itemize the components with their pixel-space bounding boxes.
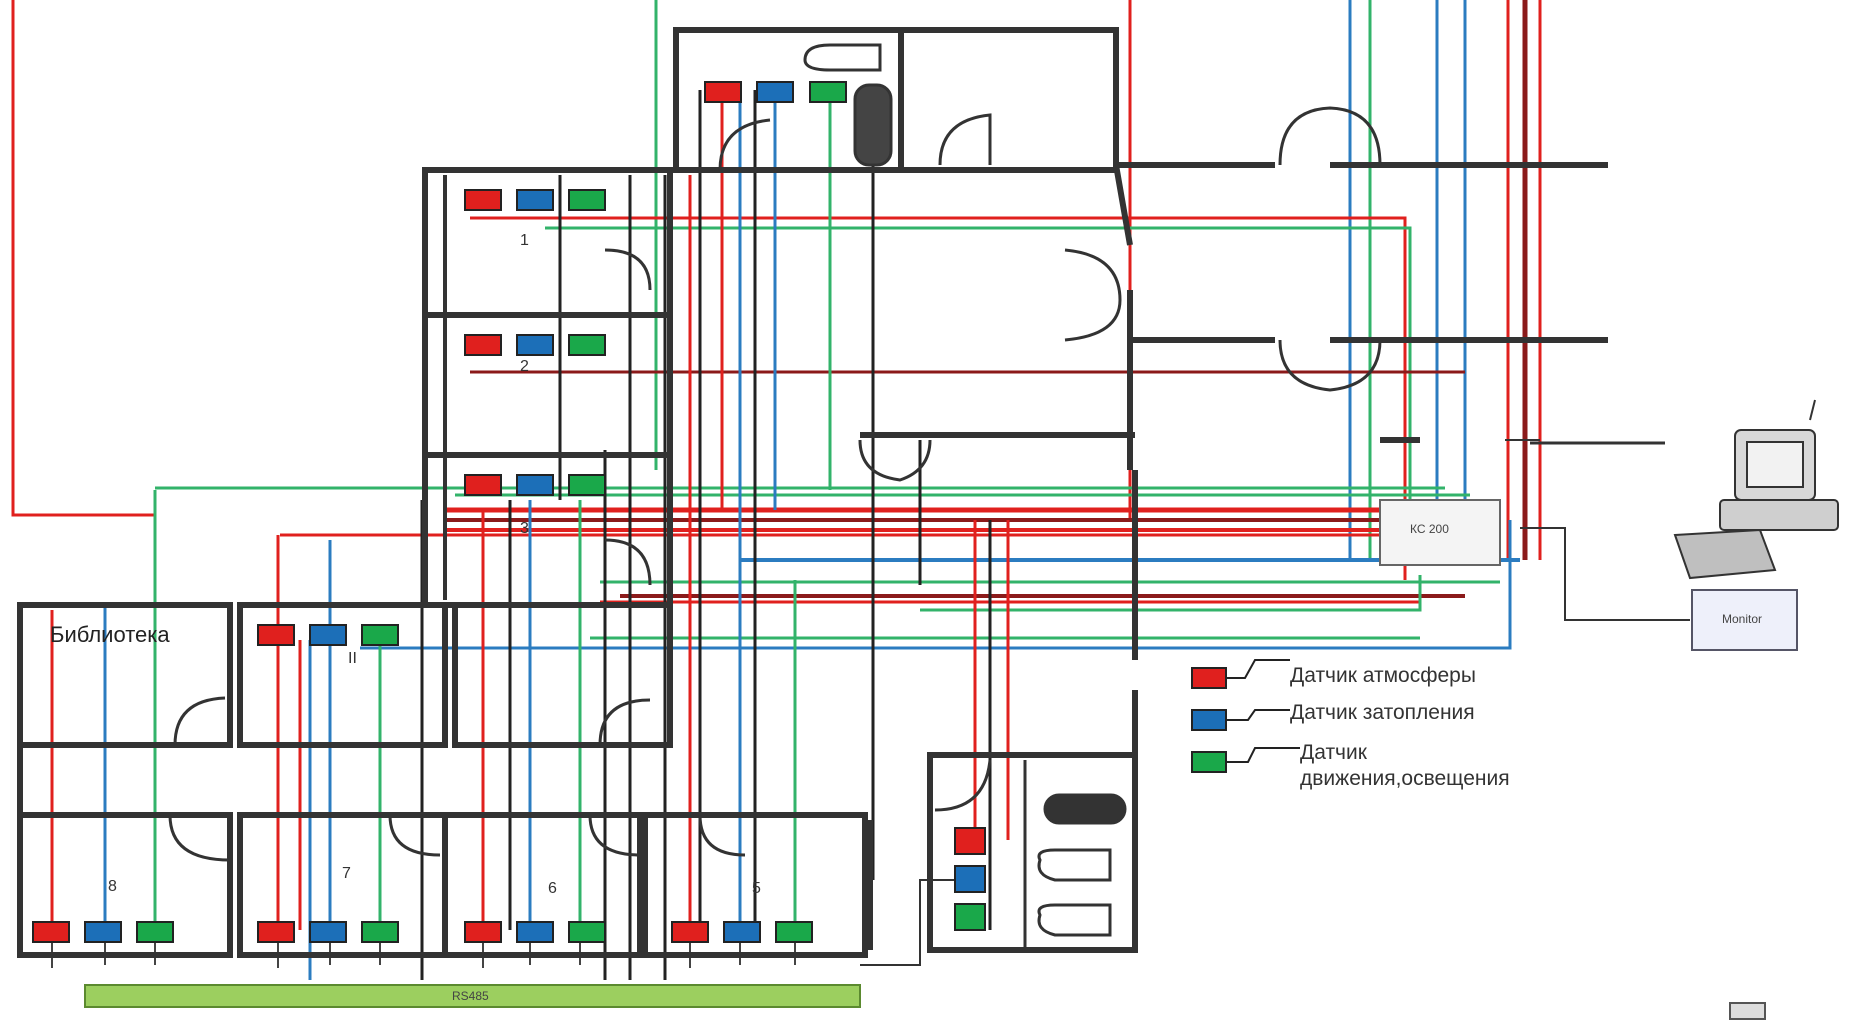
door-top-left [718,118,771,171]
door-corridor-top [1278,106,1382,166]
small-device-box [1729,1002,1766,1020]
sensor-flood-icon [723,921,761,943]
legend-flood-icon [1191,709,1227,731]
sensor-atmosphere-icon [954,827,986,855]
wall-corridor-left [17,745,873,950]
door-room-mid [598,698,651,746]
sensor-flood-icon [954,865,986,893]
controller-label: КС 200 [1410,522,1449,536]
sensor-motion-light-icon [568,189,606,211]
door-room-3 [604,538,652,586]
sensor-flood-icon [309,921,347,943]
sensor-atmosphere-icon [704,81,742,103]
wall-room-II [237,602,448,748]
sensor-atmosphere-icon [32,921,70,943]
monitor-box-label: Monitor [1722,612,1763,626]
sensor-atmosphere-icon [464,189,502,211]
room-number: 6 [548,880,557,897]
wall-wc-block [927,752,1138,953]
room-label-library: Библиотека [50,622,170,647]
room-number: 1 [520,232,529,249]
sensor-motion-light-icon [568,921,606,943]
room-number: 7 [342,865,351,882]
sensor-motion-light-icon [136,921,174,943]
sensor-motion-light-icon [775,921,813,943]
sensor-atmosphere-icon [257,624,295,646]
legend-label-motion-light: Датчик движения,освещения [1300,741,1510,790]
door-room-6 [588,814,641,857]
wiring-layer [11,0,1690,980]
sensor-atmosphere-icon [257,921,295,943]
controller-box [1379,499,1501,566]
wall-room-8 [17,812,233,958]
rs485-bus-bar [84,984,861,1008]
radiator-wc-icon [1043,793,1127,825]
sensor-motion-light-icon [361,624,399,646]
sensor-flood-icon [756,81,794,103]
room-number: II [348,650,357,667]
door-room-7 [388,814,441,857]
monitor-box [1691,589,1798,651]
door-top-right [938,113,992,166]
wire-green-trunk [920,575,1422,612]
door-library [173,696,226,746]
doors-layer [168,106,1382,862]
radiator-icon [853,83,893,167]
room-number: 2 [520,358,529,375]
wall-room-top-right [898,27,1119,173]
wall-room-6 [442,812,643,958]
bus-label: RS485 [452,989,489,1003]
door-corridor-mid [1278,339,1382,392]
sensor-flood-icon [516,921,554,943]
sensor-atmosphere-icon [464,474,502,496]
computer-icon [1673,399,1839,580]
wire-red-trunk [470,216,1407,580]
bus-taps [51,930,796,968]
sensor-atmosphere-icon [464,921,502,943]
door-wc [934,759,992,812]
sensor-flood-icon [516,334,554,356]
legend-motion-light-icon [1191,751,1227,773]
wall-room-mid-right [452,602,673,748]
wire-blue-trunk [360,520,1512,650]
door-corridor-side [1064,248,1122,342]
sensor-motion-light-icon [568,334,606,356]
sensor-motion-light-icon [809,81,847,103]
wall-library [17,602,233,748]
room-number: 5 [752,880,761,897]
sensor-flood-icon [516,474,554,496]
legend-label-flood: Датчик затопления [1290,701,1475,724]
sensor-flood-icon [309,624,347,646]
sensor-atmosphere-icon [671,921,709,943]
wall-room-5 [642,812,868,958]
wall-corridor-inner [860,164,1135,470]
door-room-5 [698,814,746,857]
walls-layer [17,27,1608,958]
toilet-icon [1037,903,1112,937]
door-room-1 [604,248,652,291]
fixtures-layer [803,43,1127,937]
sensor-flood-icon [84,921,122,943]
wire-monitor [1520,527,1690,621]
toilet-icon [1037,848,1112,882]
wire-red-outer [11,0,157,590]
toilet-top-icon [803,43,882,72]
sensors-layer [32,81,986,943]
room-number: 3 [520,520,529,537]
sensor-motion-light-icon [568,474,606,496]
sensor-flood-icon [516,189,554,211]
door-corridor-lower [858,439,932,482]
wire-green-trunk [545,226,1412,560]
legend-label-atmosphere: Датчик атмосферы [1290,664,1476,687]
legend-atmosphere-icon [1191,667,1227,689]
sensor-atmosphere-icon [464,334,502,356]
door-room-8 [168,814,231,862]
room-number: 8 [108,878,117,895]
legend [1191,659,1300,773]
wire-wc [860,879,970,966]
sensor-motion-light-icon [954,903,986,931]
sensor-motion-light-icon [361,921,399,943]
